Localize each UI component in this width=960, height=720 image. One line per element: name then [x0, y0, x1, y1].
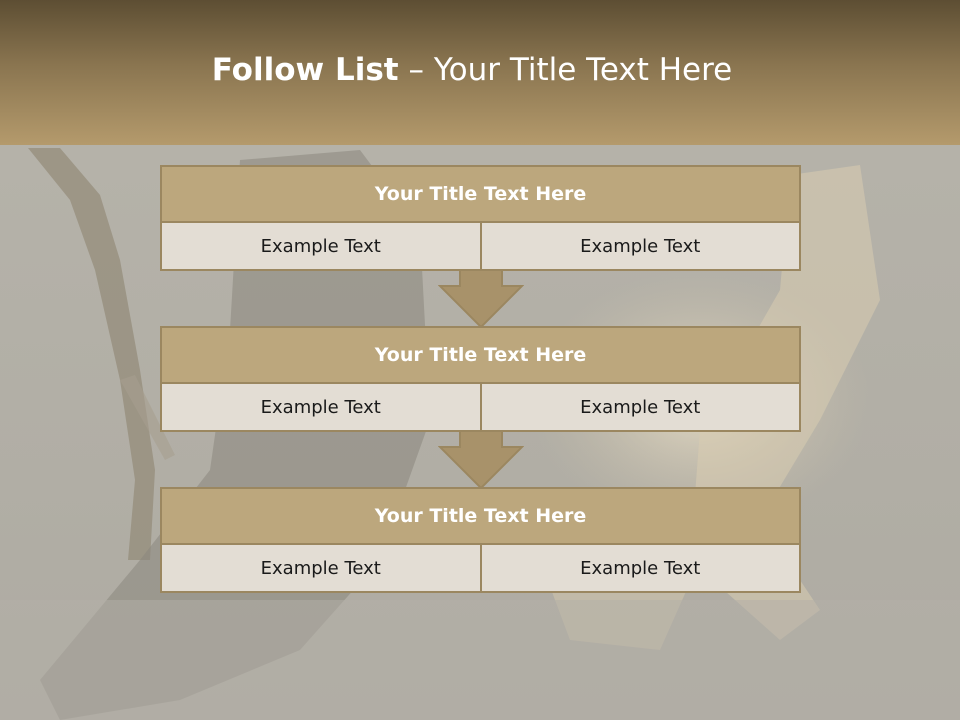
header-banner: [0, 0, 960, 145]
down-arrow-icon: [438, 270, 524, 328]
box-title: Your Title Text Here: [162, 328, 799, 384]
box-title: Your Title Text Here: [162, 489, 799, 545]
list-box-3: Your Title Text Here Example Text Exampl…: [160, 487, 801, 593]
box-cell-right: Example Text: [479, 223, 799, 269]
box-row: Example Text Example Text: [162, 223, 799, 269]
box-cell-left: Example Text: [162, 223, 480, 269]
box-row: Example Text Example Text: [162, 384, 799, 430]
box-cell-left: Example Text: [162, 545, 480, 591]
box-cell-right: Example Text: [479, 384, 799, 430]
slide-title: Follow List – Your Title Text Here: [0, 52, 944, 88]
list-box-2: Your Title Text Here Example Text Exampl…: [160, 326, 801, 432]
down-arrow-icon: [438, 431, 524, 489]
slide-title-bold: Follow List: [211, 52, 399, 88]
box-cell-left: Example Text: [162, 384, 480, 430]
list-box-1: Your Title Text Here Example Text Exampl…: [160, 165, 801, 271]
box-title: Your Title Text Here: [162, 167, 799, 223]
box-row: Example Text Example Text: [162, 545, 799, 591]
slide-title-rest: – Your Title Text Here: [408, 52, 733, 88]
box-cell-right: Example Text: [479, 545, 799, 591]
